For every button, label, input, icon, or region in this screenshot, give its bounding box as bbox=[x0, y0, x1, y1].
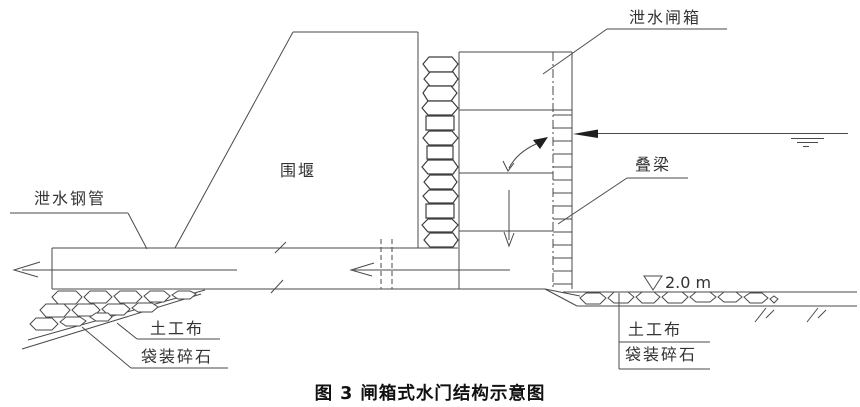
pipe-break-mark bbox=[270, 279, 284, 294]
sluice-gate-box bbox=[458, 51, 573, 289]
water-surface-line bbox=[573, 129, 848, 147]
pipe-flow-arrow-left-outer bbox=[12, 261, 237, 278]
label-geotextile-right: 土工布 bbox=[618, 293, 710, 369]
elevation-value: 2.0 m bbox=[665, 273, 711, 292]
label-drainage-pipe: 泄水钢管 bbox=[10, 189, 148, 250]
label-bagged-gravel-left: 袋装碎石 bbox=[81, 326, 228, 369]
label-cofferdam: 围堰 bbox=[280, 161, 316, 180]
elevation-triangle-icon bbox=[643, 275, 663, 291]
cofferdam-outline bbox=[174, 31, 419, 249]
elevation-marker: 2.0 m bbox=[643, 273, 711, 292]
drainage-pipe bbox=[51, 239, 545, 294]
sandbag-stack bbox=[421, 56, 459, 248]
label-bagged-gravel-right: 袋装碎石 bbox=[619, 345, 710, 370]
pipe-break-mark bbox=[274, 241, 287, 254]
geotextile-right-label: 土工布 bbox=[628, 320, 682, 339]
water-inflow-arrow bbox=[573, 129, 598, 138]
cofferdam-label: 围堰 bbox=[280, 161, 316, 180]
label-geotextile-left: 土工布 bbox=[116, 319, 220, 340]
left-rock-pile bbox=[29, 290, 197, 331]
geotextile-left-label: 土工布 bbox=[150, 319, 204, 338]
pipe-flow-arrow-left-inner bbox=[349, 262, 510, 277]
bagged-gravel-left-label: 袋装碎石 bbox=[141, 347, 213, 366]
bagged-gravel-right-label: 袋装碎石 bbox=[625, 345, 697, 364]
stacked-beams-ladder bbox=[553, 114, 572, 285]
figure-caption: 图 3 闸箱式水门结构示意图 bbox=[315, 383, 546, 404]
label-stacked-beams: 叠梁 bbox=[557, 155, 688, 225]
right-rock-layer bbox=[579, 291, 779, 305]
label-sluice-gate-box: 泄水闸箱 bbox=[542, 8, 727, 75]
sluice-gate-box-label: 泄水闸箱 bbox=[629, 8, 701, 27]
flow-arrow-curved bbox=[502, 137, 548, 172]
flow-arrow-down bbox=[503, 190, 515, 248]
stacked-beams-label: 叠梁 bbox=[635, 155, 671, 174]
drainage-pipe-label: 泄水钢管 bbox=[34, 189, 106, 208]
ground-hatch-marks bbox=[754, 307, 827, 323]
